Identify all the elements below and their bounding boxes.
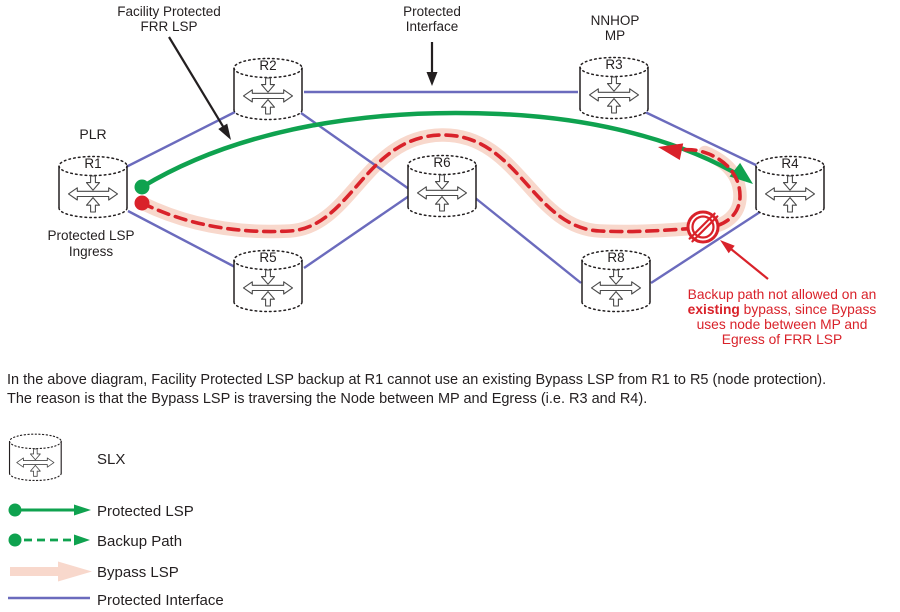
router-label-r1: R1 bbox=[84, 156, 102, 171]
legend-backup-path-icon bbox=[8, 533, 90, 547]
plr-label: PLR bbox=[79, 126, 107, 142]
router-label-r5: R5 bbox=[259, 250, 277, 265]
edge-r1-r2 bbox=[125, 109, 238, 169]
protected-interface-pointer-arrow bbox=[426, 42, 438, 86]
no-entry-icon bbox=[686, 210, 720, 244]
legend-label-slx: SLX bbox=[97, 451, 126, 468]
edge-r1-r5 bbox=[127, 209, 236, 269]
facility-frr-pointer-arrow bbox=[168, 36, 231, 140]
legend-label-backup-path: Backup Path bbox=[97, 533, 183, 550]
legend-label-bypass-lsp: Bypass LSP bbox=[97, 564, 179, 581]
facility-frr-label: Facility Protected FRR LSP bbox=[117, 4, 221, 34]
legend-label-protected-interface: Protected Interface bbox=[97, 592, 224, 609]
router-label-r6: R6 bbox=[433, 155, 451, 170]
legend-label-protected-lsp: Protected LSP bbox=[97, 503, 194, 520]
nnhop-mp-label: NNHOP MP bbox=[590, 13, 640, 43]
caption-line-1: In the above diagram, Facility Protected… bbox=[7, 372, 827, 388]
protected-lsp-origin-dot bbox=[134, 179, 150, 195]
backup-not-allowed-annotation: Backup path not allowed on an existing b… bbox=[687, 287, 877, 347]
legend-bypass-lsp-icon bbox=[10, 561, 92, 582]
protected-lsp-arrowhead bbox=[729, 162, 753, 184]
legend-protected-lsp-icon bbox=[8, 503, 91, 517]
backup-path-arrowhead bbox=[658, 143, 684, 160]
legend-slx-icon bbox=[8, 433, 62, 482]
edge-r5-r6 bbox=[303, 195, 410, 269]
backup-path-dashed bbox=[140, 133, 742, 234]
edge-r3-r4 bbox=[644, 110, 761, 169]
router-label-r4: R4 bbox=[781, 156, 799, 171]
protected-interface-label: Protected Interface bbox=[403, 4, 461, 34]
figure-caption: In the above diagram, Facility Protected… bbox=[7, 371, 897, 408]
edge-r8-r4 bbox=[650, 210, 761, 285]
router-label-r8: R8 bbox=[607, 250, 625, 265]
protected-lsp-ingress-label: Protected LSP Ingress bbox=[47, 228, 135, 259]
edge-r6-r8 bbox=[473, 196, 582, 284]
annotation-pointer-arrow bbox=[720, 240, 769, 280]
router-label-r2: R2 bbox=[259, 58, 277, 73]
router-label-r3: R3 bbox=[605, 57, 623, 72]
backup-path-origin-dot bbox=[134, 195, 150, 211]
caption-line-2: The reason is that the Bypass LSP is tra… bbox=[7, 390, 648, 407]
